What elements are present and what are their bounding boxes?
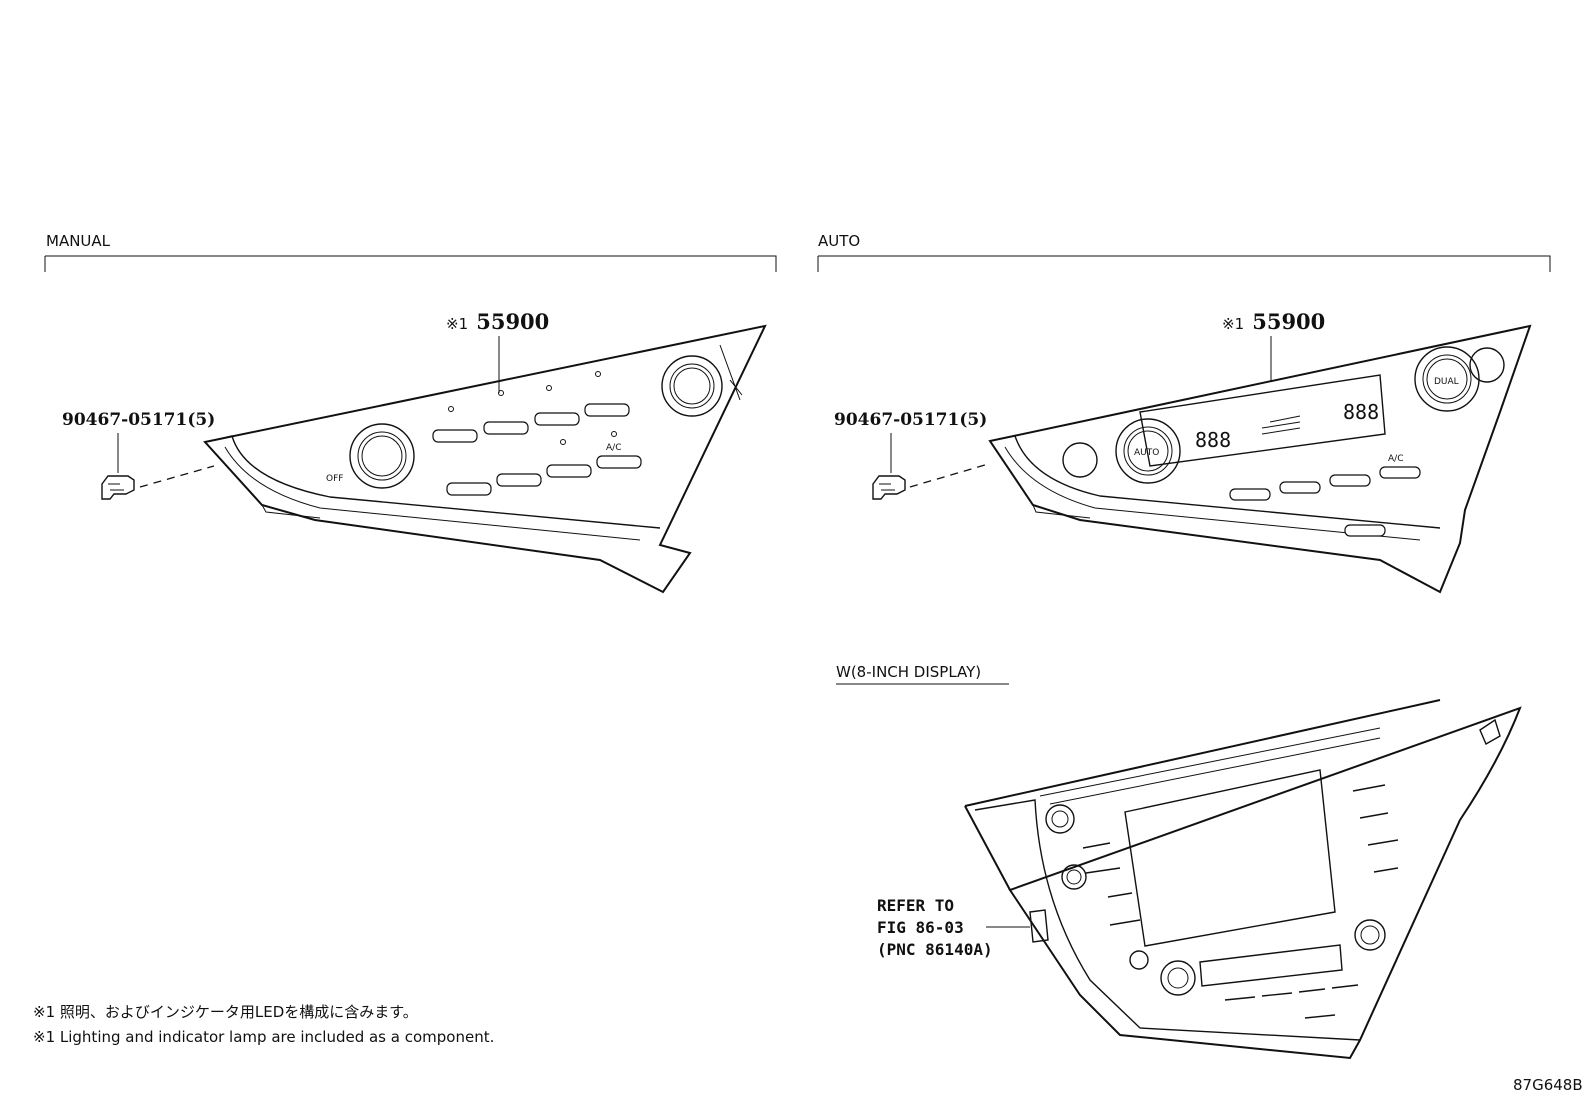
display-section-label: W(8-INCH DISPLAY) bbox=[836, 663, 981, 681]
manual-button bbox=[496, 473, 542, 487]
auto-button bbox=[1329, 474, 1371, 487]
auto-right-seat-button bbox=[1469, 347, 1505, 383]
manual-clip-dashline bbox=[139, 465, 215, 488]
manual-clip bbox=[101, 475, 135, 500]
auto-left-knob bbox=[1115, 418, 1181, 484]
manual-button bbox=[483, 421, 529, 435]
auto-part-number: ※1 55900 bbox=[1222, 309, 1325, 334]
auto-bracket bbox=[817, 255, 1551, 272]
display-section: W(8-INCH DISPLAY) REFER TO FIG 86-03 (PN… bbox=[836, 663, 1522, 1060]
auto-part-label: 55900 bbox=[1252, 309, 1325, 334]
auto-left-seat-button bbox=[1062, 442, 1098, 478]
refer-line-3: (PNC 86140A) bbox=[877, 940, 993, 959]
auto-button bbox=[1344, 524, 1386, 537]
auto-knob-auto-text: AUTO bbox=[1134, 448, 1159, 458]
manual-knob-off-text: OFF bbox=[326, 474, 343, 484]
auto-panel: 888 888 AUTO DUAL A/C bbox=[988, 324, 1532, 594]
auto-clip bbox=[872, 475, 906, 500]
auto-button bbox=[1279, 481, 1321, 494]
footnote-english: ※1 Lighting and indicator lamp are inclu… bbox=[33, 1028, 494, 1046]
manual-section-label: MANUAL bbox=[46, 232, 111, 250]
manual-section: MANUAL ※1 55900 90467-05171(5) O bbox=[44, 232, 777, 594]
manual-panel: OFF A/C bbox=[203, 324, 767, 594]
manual-button bbox=[534, 412, 580, 426]
manual-left-knob bbox=[349, 423, 415, 489]
auto-right-knob bbox=[1414, 346, 1480, 412]
auto-clip-label: 90467-05171(5) bbox=[834, 410, 987, 430]
manual-part-prefix: ※1 bbox=[446, 315, 468, 333]
manual-button bbox=[584, 403, 630, 417]
auto-section-label: AUTO bbox=[818, 232, 860, 250]
footnotes: ※1 照明、およびインジケータ用LEDを構成に含みます。 ※1 Lighting… bbox=[33, 1003, 494, 1046]
footnote-japanese: ※1 照明、およびインジケータ用LEDを構成に含みます。 bbox=[33, 1003, 418, 1021]
auto-knob-dual-text: DUAL bbox=[1434, 377, 1459, 387]
manual-button bbox=[446, 482, 492, 496]
display-knob bbox=[1061, 864, 1087, 890]
auto-ac-text: A/C bbox=[1388, 454, 1403, 464]
manual-part-label: 55900 bbox=[476, 309, 549, 334]
manual-part-number: ※1 55900 bbox=[446, 309, 549, 334]
auto-display bbox=[1139, 374, 1386, 467]
manual-clip-label: 90467-05171(5) bbox=[62, 410, 215, 430]
display-knob bbox=[1045, 804, 1075, 834]
auto-display-right: 888 bbox=[1343, 400, 1379, 424]
manual-ac-text: A/C bbox=[606, 443, 621, 453]
display-knob bbox=[1354, 919, 1386, 951]
auto-clip-dashline bbox=[909, 464, 986, 488]
display-panel bbox=[964, 699, 1522, 1060]
manual-button bbox=[596, 455, 642, 469]
auto-button bbox=[1379, 466, 1421, 479]
display-knob bbox=[1160, 960, 1196, 996]
display-screen bbox=[1124, 769, 1336, 947]
auto-display-left: 888 bbox=[1195, 428, 1231, 452]
auto-part-prefix: ※1 bbox=[1222, 315, 1244, 333]
auto-button bbox=[1229, 488, 1271, 501]
auto-section: AUTO ※1 55900 90467-05171(5) 888 888 bbox=[817, 232, 1551, 594]
refer-line-2: FIG 86-03 bbox=[877, 918, 964, 937]
manual-button bbox=[546, 464, 592, 478]
manual-right-knob bbox=[661, 355, 723, 417]
refer-line-1: REFER TO bbox=[877, 896, 954, 915]
figure-code: 87G648B bbox=[1513, 1076, 1583, 1094]
manual-bracket bbox=[44, 255, 777, 272]
manual-button bbox=[432, 429, 478, 443]
